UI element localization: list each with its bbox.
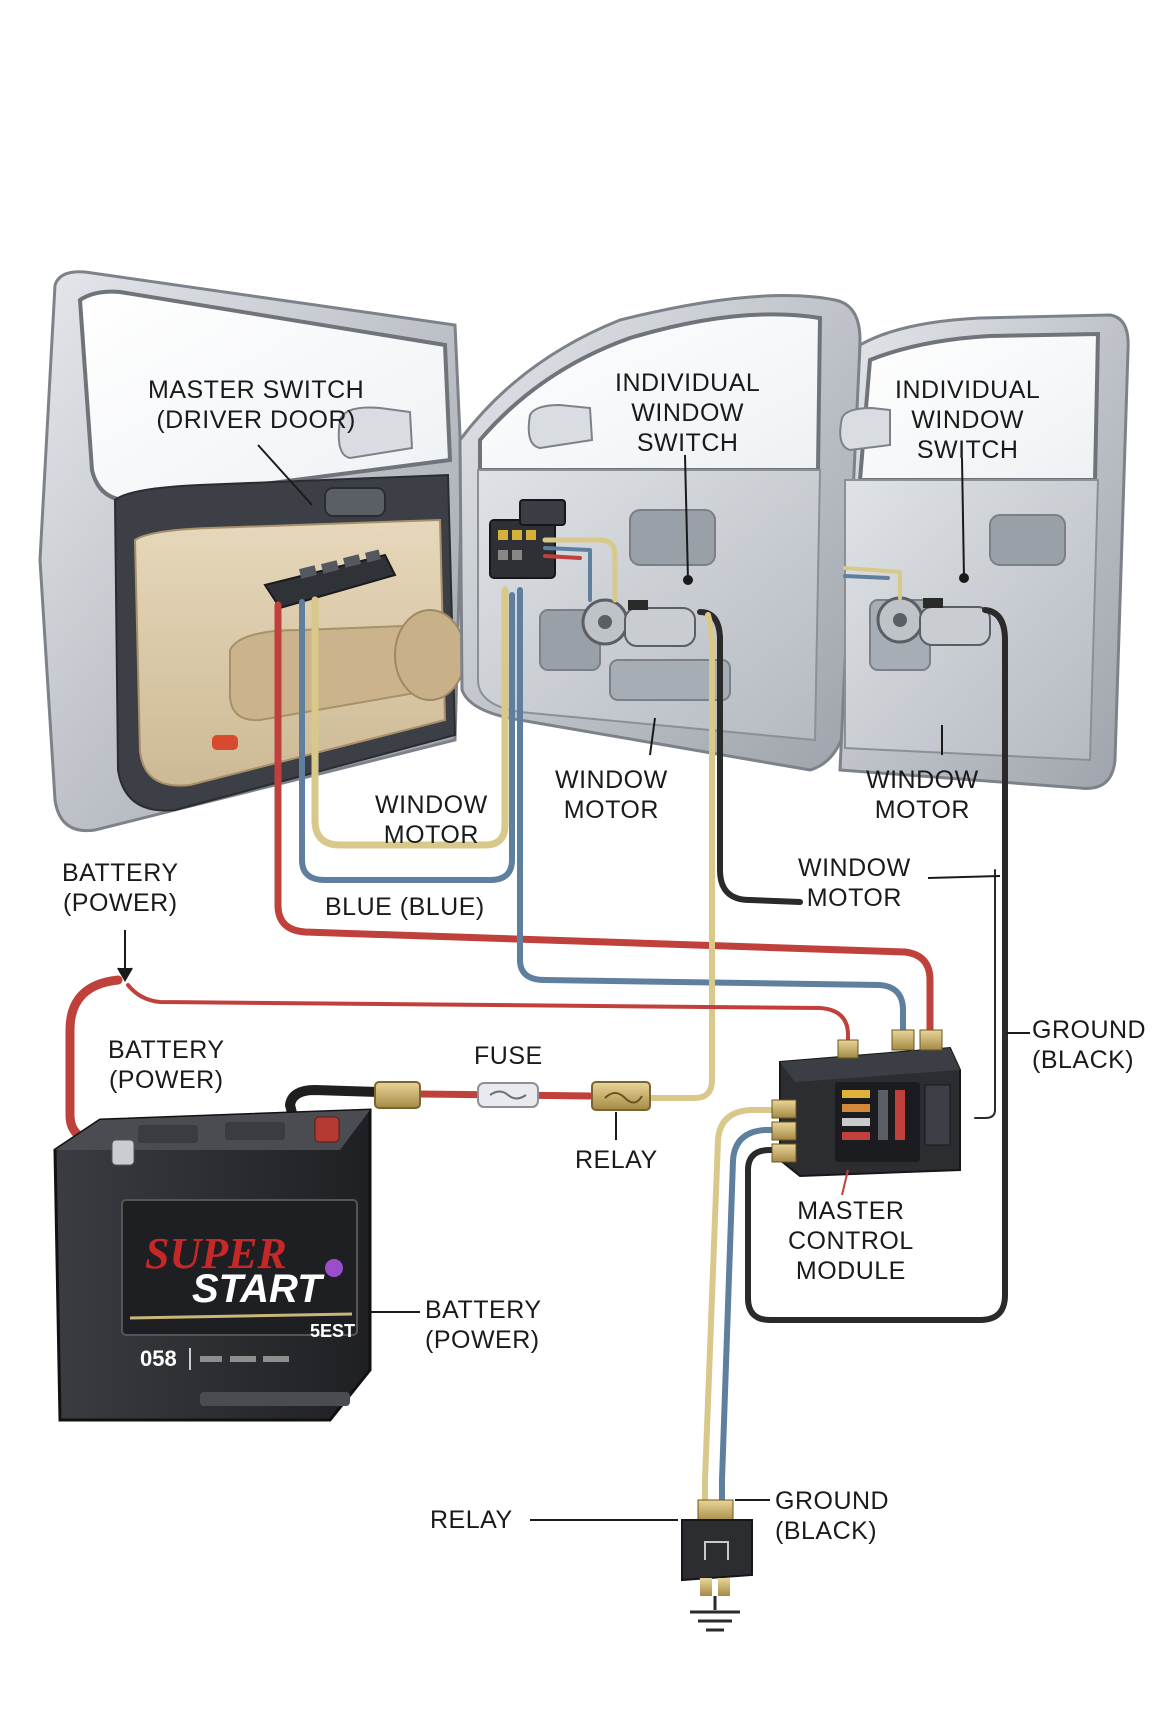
- fuse: [374, 1081, 539, 1109]
- blue-wire: [299, 592, 515, 883]
- label-relay-top: RELAY: [575, 1146, 658, 1174]
- rear-door-2: [838, 313, 1130, 790]
- ground-symbol-icon: [690, 1610, 740, 1632]
- wiring-harness: [65, 537, 1008, 1523]
- black-wire: [285, 1085, 383, 1130]
- battery-model: 058: [140, 1346, 177, 1371]
- label-master-switch: MASTER SWITCH (DRIVER DOOR): [148, 376, 365, 434]
- label-individual-window-switch-1: INDIVIDUAL WINDOW SWITCH: [615, 369, 761, 457]
- battery-positive-terminal: [314, 1116, 340, 1143]
- window-motor-1: [581, 598, 696, 647]
- relay-top: [591, 1081, 651, 1140]
- label-window-motor-3: WINDOW MOTOR: [866, 766, 979, 824]
- label-window-motor-4: WINDOW MOTOR: [798, 854, 911, 912]
- door-handle: [324, 487, 386, 517]
- label-ground-right: GROUND (BLACK): [1032, 1016, 1147, 1074]
- label-master-control-module: MASTER CONTROL MODULE: [788, 1197, 914, 1285]
- blue-wire: [719, 1127, 798, 1523]
- battery-negative-terminal: [111, 1139, 135, 1166]
- individual-window-switch-1: [489, 499, 566, 579]
- battery-code: 5EST: [310, 1321, 355, 1341]
- yellow-wire: [647, 612, 715, 1101]
- label-individual-window-switch-2: INDIVIDUAL WINDOW SWITCH: [895, 376, 1041, 464]
- yellow-wire: [311, 586, 509, 849]
- battery: SUPER START 058 5EST: [53, 1108, 372, 1422]
- leader-lines: [117, 454, 1030, 1521]
- driver-door: [38, 270, 466, 833]
- label-battery-power-mid: BATTERY (POWER): [108, 1036, 225, 1094]
- label-window-motor-1: WINDOW MOTOR: [375, 791, 488, 849]
- rear-door-1: [458, 294, 862, 772]
- label-window-motor-2: WINDOW MOTOR: [555, 766, 668, 824]
- master-switch: [263, 549, 397, 610]
- label-fuse: FUSE: [474, 1042, 543, 1070]
- label-blue-wire: BLUE (BLUE): [325, 893, 485, 921]
- yellow-wire: [702, 1107, 798, 1523]
- label-ground-bottom: GROUND (BLACK): [775, 1487, 890, 1545]
- battery-brand-line1: SUPER: [145, 1229, 287, 1278]
- master-control-module: [771, 1029, 961, 1196]
- label-relay-bottom: RELAY: [430, 1506, 513, 1534]
- relay-bottom: [681, 1499, 753, 1632]
- side-mirror: [337, 406, 414, 460]
- red-wire: [274, 601, 934, 1039]
- label-battery-power-top: BATTERY (POWER): [62, 859, 179, 917]
- black-wire: [745, 607, 1008, 1323]
- label-battery-power-bottom: BATTERY (POWER): [425, 1296, 542, 1354]
- red-wire: [126, 983, 850, 1052]
- battery-brand-line2: START: [192, 1267, 325, 1311]
